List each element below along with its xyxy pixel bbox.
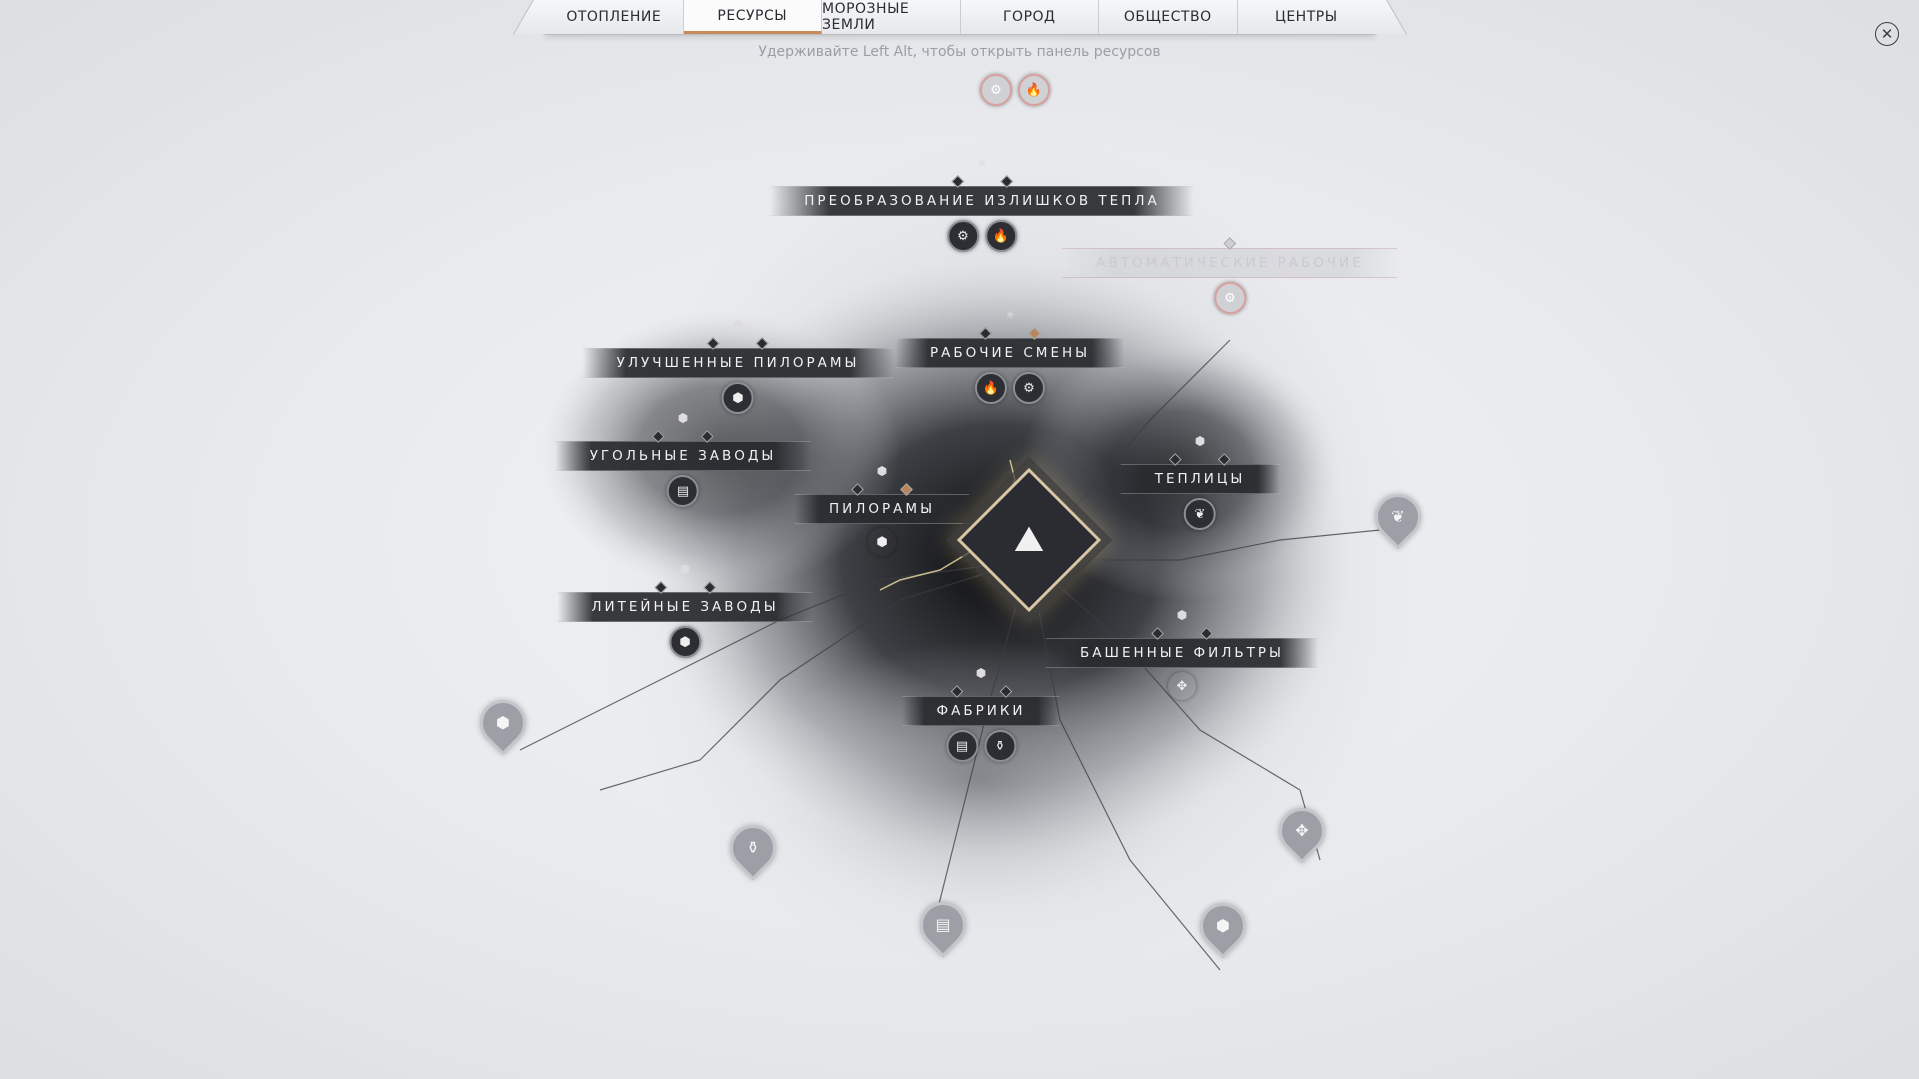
cube-icon: ⬢ <box>868 528 896 556</box>
flame-icon: 🔥 <box>1018 74 1050 106</box>
node-label: РАБОЧИЕ СМЕНЫ <box>895 338 1125 368</box>
material-icon: ▤ <box>945 730 978 762</box>
vase-icon: ⚱ <box>746 838 760 857</box>
leaf-icon: ❦ <box>1183 498 1216 530</box>
resource-panel-hint: Удерживайте Left Alt, чтобы открыть пане… <box>758 44 1161 60</box>
leaf-icon: ❦ <box>1391 507 1405 526</box>
node-label: БАШЕННЫЕ ФИЛЬТРЫ <box>1046 638 1318 668</box>
cube-icon: ⬢ <box>975 666 987 680</box>
gear-icon: ⚙ <box>946 220 979 252</box>
tab-city[interactable]: ГОРОД <box>961 0 1099 34</box>
mountain-icon: ⛰ <box>1013 519 1045 560</box>
snowflake-icon: ✳ <box>976 156 988 170</box>
filter-icon: ✥ <box>1295 821 1309 840</box>
tab-heating[interactable]: ОТОПЛЕНИЕ <box>545 0 684 34</box>
gear-icon: ⚙ <box>980 74 1012 106</box>
tab-frostlands[interactable]: МОРОЗНЫЕ ЗЕМЛИ <box>822 0 961 34</box>
node-heat-conversion[interactable]: ✳ ПРЕОБРАЗОВАНИЕ ИЗЛИШКОВ ТЕПЛА ⚙ 🔥 <box>770 156 1194 252</box>
node-label: ФАБРИКИ <box>902 696 1060 726</box>
cube-icon: ⬢ <box>1216 916 1230 935</box>
cube-icon: ⬢ <box>721 382 754 414</box>
tab-society[interactable]: ОБЩЕСТВО <box>1099 0 1238 34</box>
filter-icon: ✥ <box>1168 672 1196 700</box>
node-greenhouses[interactable]: ⬢ ТЕПЛИЦЫ ❦ <box>1120 434 1280 530</box>
tab-centers[interactable]: ЦЕНТРЫ <box>1274 9 1338 25</box>
top-pin[interactable]: ⚙ 🔥 <box>980 70 1050 106</box>
node-foundries[interactable]: ⬢ ЛИТЕЙНЫЕ ЗАВОДЫ ⬢ <box>557 562 813 658</box>
vase-icon: ⚱ <box>983 730 1016 762</box>
node-tower-filters[interactable]: ⬢ БАШЕННЫЕ ФИЛЬТРЫ ✥ <box>1046 608 1318 700</box>
node-improved-sawmills[interactable]: ⬢ УЛУЧШЕННЫЕ ПИЛОРАМЫ ⬢ <box>582 318 894 414</box>
material-icon: ▤ <box>935 915 951 934</box>
cube-icon: ⬢ <box>669 626 701 658</box>
snowflake-icon: ✳ <box>1004 308 1016 322</box>
cube-icon: ⬢ <box>732 318 744 332</box>
node-label: ТЕПЛИЦЫ <box>1120 464 1280 494</box>
gear-icon: ⚙ <box>1012 372 1045 404</box>
node-coal-plants[interactable]: ⬢ УГОЛЬНЫЕ ЗАВОДЫ ▤ <box>555 411 811 507</box>
cube-icon: ⬢ <box>496 713 510 732</box>
node-label: АВТОМАТИЧЕСКИЕ РАБОЧИЕ <box>1062 248 1398 278</box>
node-sawmills[interactable]: ⬢ ПИЛОРАМЫ ⬢ <box>795 464 969 556</box>
flame-icon: 🔥 <box>974 372 1007 404</box>
node-auto-workers[interactable]: АВТОМАТИЧЕСКИЕ РАБОЧИЕ ⚙ <box>1062 222 1398 314</box>
gear-icon: ⚙ <box>1214 282 1246 314</box>
node-label: УЛУЧШЕННЫЕ ПИЛОРАМЫ <box>582 348 894 378</box>
tab-resources[interactable]: РЕСУРСЫ <box>683 0 822 34</box>
node-label: ЛИТЕЙНЫЕ ЗАВОДЫ <box>557 592 813 622</box>
cube-icon: ⬢ <box>1194 434 1206 448</box>
node-label: ПИЛОРАМЫ <box>795 494 969 524</box>
cube-icon: ⬢ <box>876 464 888 478</box>
node-work-shifts[interactable]: ✳ РАБОЧИЕ СМЕНЫ 🔥 ⚙ <box>895 308 1125 404</box>
coal-icon: ▤ <box>667 475 699 507</box>
cube-icon: ⬢ <box>677 411 689 425</box>
close-button[interactable]: ✕ <box>1875 22 1899 46</box>
node-factories[interactable]: ⬢ ФАБРИКИ ▤ ⚱ <box>902 666 1060 762</box>
cube-icon: ⬢ <box>679 562 691 576</box>
node-label: ПРЕОБРАЗОВАНИЕ ИЗЛИШКОВ ТЕПЛА <box>770 186 1194 216</box>
node-label: УГОЛЬНЫЕ ЗАВОДЫ <box>555 441 811 471</box>
flame-icon: 🔥 <box>984 220 1017 252</box>
close-icon: ✕ <box>1880 24 1894 43</box>
cube-icon: ⬢ <box>1176 608 1188 622</box>
category-tabs: ОТОПЛЕНИЕ РЕСУРСЫ МОРОЗНЫЕ ЗЕМЛИ ГОРОД О… <box>545 0 1375 35</box>
